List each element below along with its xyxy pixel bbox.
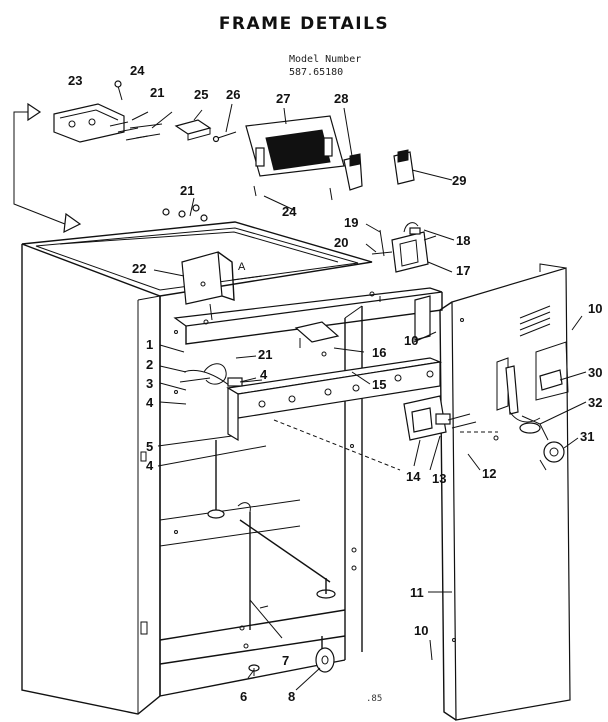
callout-24: 24 [130,63,145,78]
callout-3: 3 [146,376,154,391]
mounting-plate [294,321,340,357]
callout-21: 21 [180,183,195,198]
callout-15: 15 [372,377,387,392]
console-control-assembly [53,103,163,143]
callout-8: 8 [288,689,296,704]
cabinet-frame [21,221,373,715]
callout-14: 14 [406,469,421,484]
callout-1: 1 [146,337,154,352]
wiring-harness [179,363,263,387]
timer-motor [403,395,477,441]
callout-22: 22 [132,261,147,276]
callout-30: 30 [588,365,603,380]
callout-16: 16 [372,345,387,360]
callout-32: 32 [588,395,603,410]
page-title: FRAME DETAILS [218,14,390,34]
callout-18: 18 [456,233,471,248]
callout-12: 12 [482,466,497,481]
console-panel-27 [245,115,345,177]
callout-28: 28 [334,91,349,106]
callout-21: 21 [258,347,273,362]
knob-29 [393,149,415,185]
callout-23: 23 [68,73,83,88]
callout-20: 20 [334,235,349,250]
knob-28 [343,153,363,191]
screws-24-lower [253,185,333,201]
callout-21: 21 [150,85,165,100]
callout-27: 27 [276,91,291,106]
callout-17: 17 [456,263,471,278]
page-mark: .85 [366,694,383,704]
callout-11: 11 [410,585,424,600]
callout-13: 13 [432,471,447,486]
tub-support-bracket [181,251,263,321]
callout-7: 7 [282,653,290,668]
caster-wheel [315,636,335,673]
label-a: A [238,261,246,273]
callout-31: 31 [580,429,595,444]
callout-10: 10 [414,623,429,638]
assembly-arrow [13,102,82,234]
shaft-and-base [207,440,336,649]
callout-29: 29 [452,173,467,188]
lid-switch-and-lever [505,365,565,471]
model-number-label: Model Number [289,54,362,65]
callout-10: 10 [404,333,419,348]
callout-19: 19 [344,215,359,230]
screws-21-upper [162,204,208,222]
leveling-leg [248,664,260,676]
callout-6: 6 [240,689,248,704]
callout-4: 4 [146,458,154,473]
valve-hose-parts [371,229,393,257]
callout-24: 24 [282,204,297,219]
callout-4: 4 [260,367,268,382]
screw-24-top [114,80,123,101]
callout-4: 4 [146,395,154,410]
right-side-panel [439,263,571,721]
callout-5: 5 [146,439,154,454]
screw-26 [212,131,237,143]
bracket-25 [174,119,212,141]
callout-26: 26 [226,87,241,102]
callout-25: 25 [194,87,209,102]
callout-10: 10 [588,301,603,316]
leader-lines [131,103,587,691]
model-number-value: 587.65180 [289,67,344,78]
callout-2: 2 [146,357,154,372]
water-inlet-valve [391,222,437,273]
